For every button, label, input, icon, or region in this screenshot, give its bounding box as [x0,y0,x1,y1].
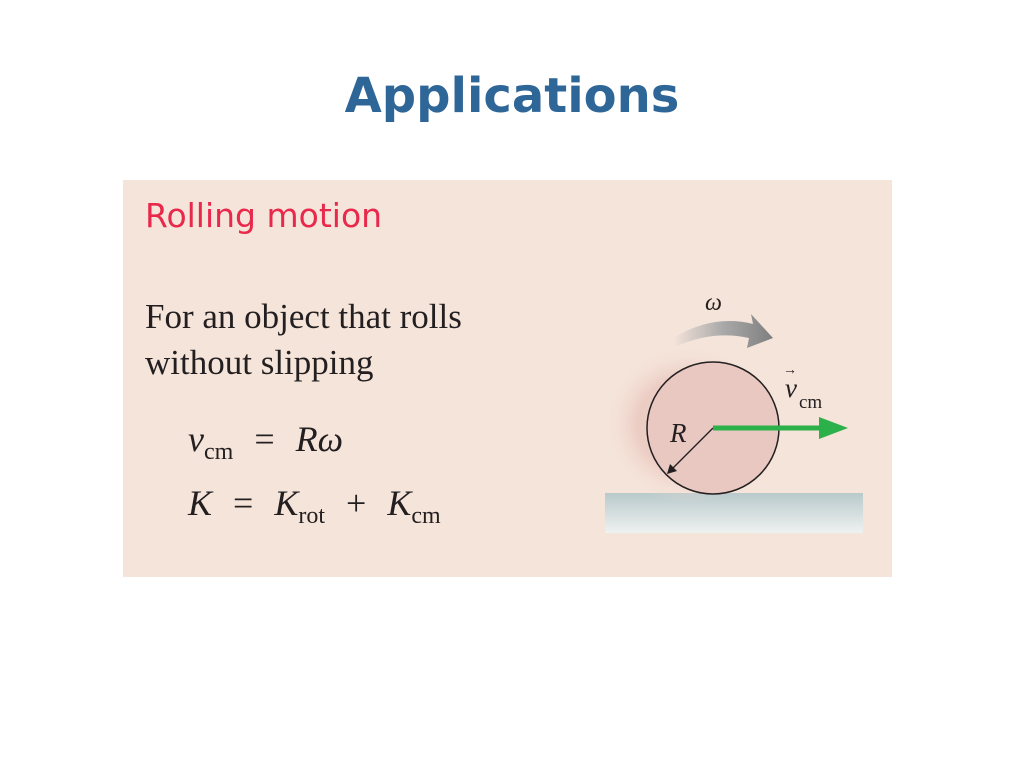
rolling-wheel-diagram: ω R → v cm [603,290,863,533]
equals-sign: = [254,419,275,459]
omega-label: ω [705,290,722,316]
velocity-vector-mark: → [783,363,797,378]
radius-line [668,427,714,473]
rolling-motion-panel: Rolling motion For an object that rolls … [123,180,892,577]
plus-sign: + [346,483,367,523]
panel-heading: Rolling motion [145,196,383,235]
description-line-2: without slipping [145,343,374,382]
v-symbol: v [188,419,204,459]
rotation-arrow-icon [673,314,773,348]
description-line-1: For an object that rolls [145,297,462,336]
r-omega-term: Rω [295,419,344,459]
velocity-arrowhead-icon [819,417,848,439]
equals-sign: = [233,483,254,523]
panel-description: For an object that rolls without slippin… [145,294,462,386]
rot-subscript: rot [298,503,326,529]
k-symbol: K [188,483,213,523]
velocity-subscript: cm [799,392,822,413]
slide-title: Applications [344,68,680,124]
kinetic-energy-equation: K = Krot + Kcm [188,482,441,528]
velocity-symbol: v [785,373,797,403]
k-rot-symbol: K [274,483,299,523]
k-cm-symbol: K [387,483,412,523]
radius-label: R [669,418,687,448]
cm-subscript: cm [411,503,441,529]
radius-arrowhead-icon [667,464,677,474]
ground-surface [605,493,863,533]
cm-subscript: cm [203,439,234,465]
velocity-equation: vcm = Rω [188,418,344,464]
